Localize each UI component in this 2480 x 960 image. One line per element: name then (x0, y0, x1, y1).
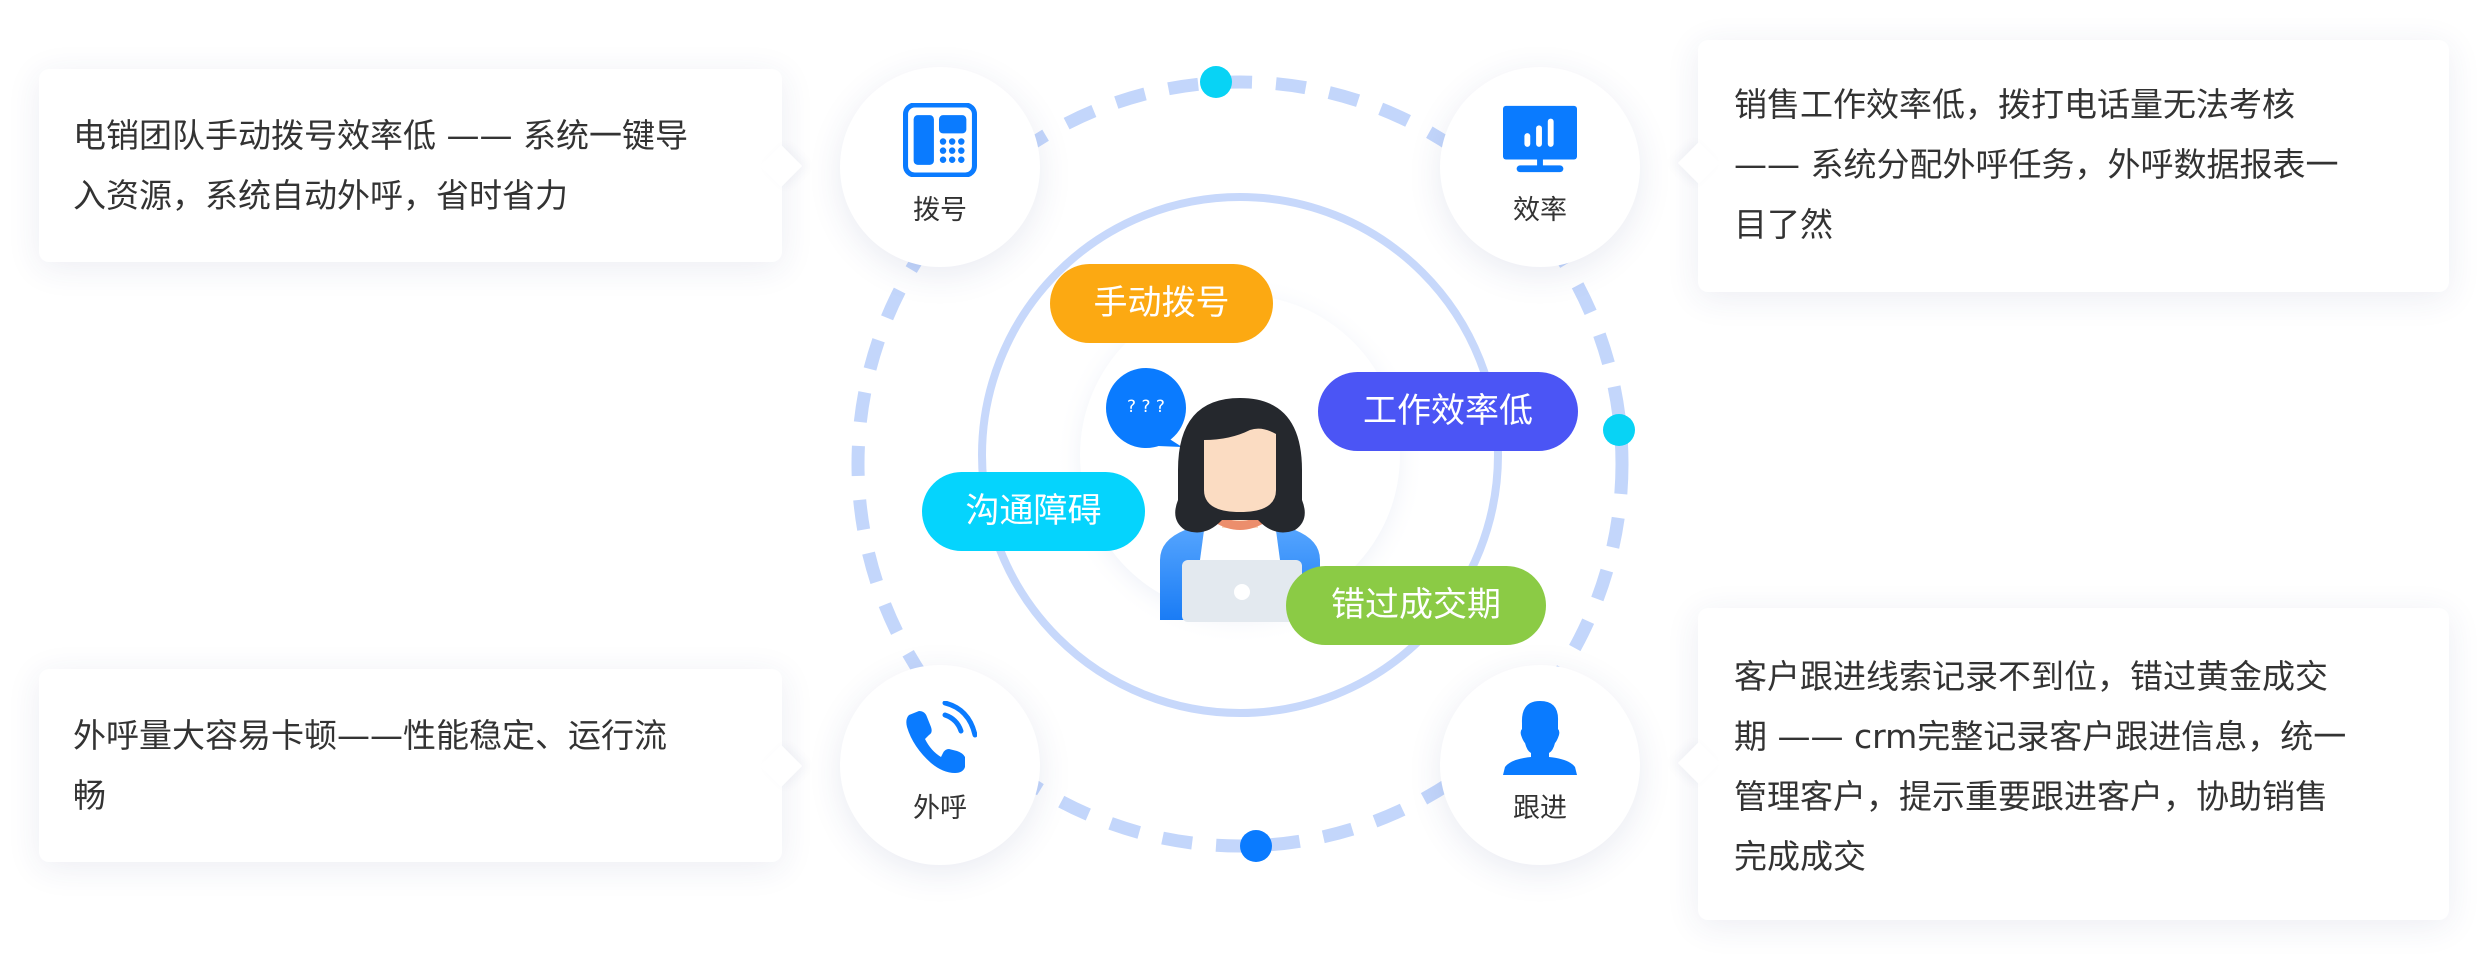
card-line: 入资源，系统自动外呼，省时省力 (73, 176, 568, 215)
monitor-chart-icon (1503, 105, 1577, 173)
card-line: 完成成交 (1734, 837, 1866, 876)
feature-efficiency: 效率 (1440, 67, 1640, 267)
orbit-dot-bottom (1240, 830, 1272, 862)
card-outbound-description: 外呼量大容易卡顿——性能稳定、运行流 畅 (39, 669, 803, 862)
card-dial-description: 电销团队手动拨号效率低 —— 系统一键导 入资源，系统自动外呼，省时省力 (39, 69, 803, 262)
feature-followup: 跟进 (1440, 665, 1640, 865)
card-line: 期 —— crm完整记录客户跟进信息，统一 (1734, 717, 2347, 756)
card-followup-description: 客户跟进线索记录不到位，错过黄金成交 期 —— crm完整记录客户跟进信息，统一… (1677, 608, 2449, 920)
card-line: 销售工作效率低，拨打电话量无法考核 (1734, 85, 2295, 124)
card-line: 电销团队手动拨号效率低 —— 系统一键导 (73, 116, 688, 155)
feature-outbound-label: 外呼 (913, 793, 967, 824)
inner-ring (978, 193, 1502, 717)
pill-low-efficiency: 工作效率低 (1318, 372, 1578, 451)
pill-missed-deal: 错过成交期 (1286, 566, 1546, 645)
feature-efficiency-label: 效率 (1513, 195, 1567, 226)
desk-phone-icon (903, 103, 977, 177)
pill-manual-dial: 手动拨号 (1050, 264, 1273, 343)
orbit-dot-right (1603, 414, 1635, 446)
woman-avatar-illustration (1160, 398, 1320, 622)
user-icon (1503, 701, 1577, 775)
card-line: 外呼量大容易卡顿——性能稳定、运行流 (73, 716, 667, 755)
card-line: 客户跟进线索记录不到位，错过黄金成交 (1734, 657, 2328, 696)
card-line: 管理客户，提示重要跟进客户，协助销售 (1734, 777, 2328, 816)
question-bubble-text: ? ? ? (1127, 397, 1165, 417)
question-bubble-icon (1106, 368, 1186, 448)
feature-dial-label: 拨号 (913, 195, 967, 226)
feature-outbound: 外呼 (840, 665, 1040, 865)
feature-followup-label: 跟进 (1513, 793, 1567, 824)
pill-communication-barrier: 沟通障碍 (922, 472, 1145, 551)
card-line: 目了然 (1734, 205, 1833, 244)
feature-dial: 拨号 (840, 67, 1040, 267)
card-line: —— 系统分配外呼任务，外呼数据报表一 (1734, 145, 2339, 184)
card-line: 畅 (73, 776, 106, 815)
phone-calling-icon (906, 701, 977, 773)
orbit-dot-top (1200, 66, 1232, 98)
card-efficiency-description: 销售工作效率低，拨打电话量无法考核 —— 系统分配外呼任务，外呼数据报表一 目了… (1677, 40, 2449, 292)
